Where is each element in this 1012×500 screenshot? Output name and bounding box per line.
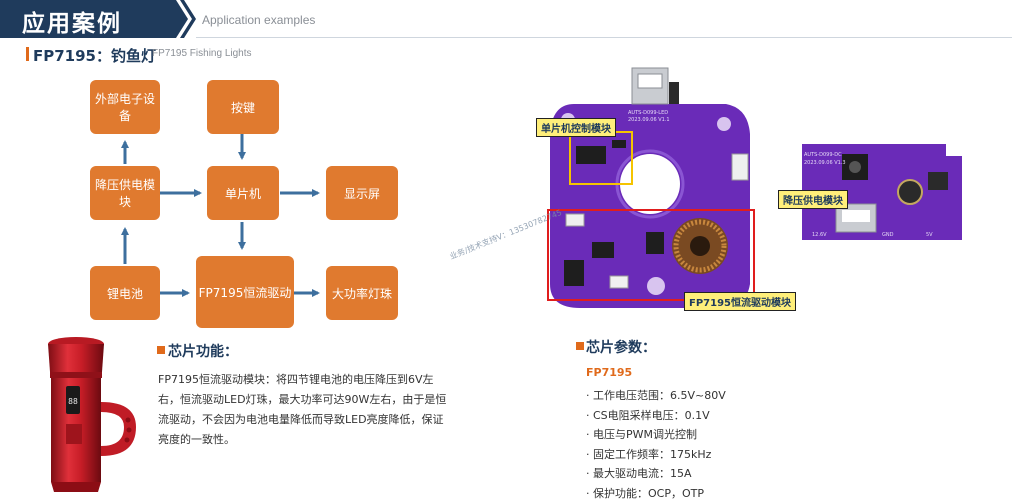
list-item: · 固定工作频率：175kHz [586, 447, 712, 461]
param-bullet-icon [576, 342, 584, 350]
block-battery: 锂电池 [90, 266, 160, 320]
pcb-silk-board2: AUTS-D099-DC [804, 152, 842, 158]
page-subtitle: Application examples [202, 13, 316, 27]
pcb-silk-pin-1: 12.6V [812, 232, 827, 238]
block-led: 大功率灯珠 [326, 266, 398, 320]
chip-function-text: FP7195恒流驱动模块：将四节锂电池的电压降压到6V左右，恒流驱动LED灯珠，… [158, 373, 447, 446]
block-driver: FP7195恒流驱动 [196, 256, 294, 328]
block-display: 显示屏 [326, 166, 398, 220]
function-bullet-icon [157, 346, 165, 354]
list-item: · CS电阻采样电压：0.1V [586, 408, 710, 422]
lamp-screen-text: 88 [68, 397, 78, 406]
section-marker [26, 47, 29, 61]
pcb-label-driver-module: FP7195恒流驱动模块 [684, 292, 796, 311]
section-subtitle: FP7195 Fishing Lights [152, 48, 252, 59]
list-item: · 电压与PWM调光控制 [586, 428, 697, 442]
header-title-banner [0, 0, 188, 38]
pcb-label-buck-module: 降压供电模块 [778, 190, 848, 209]
parameter-list: · 工作电压范围：6.5V~80V · CS电阻采样电压：0.1V · 电压与P… [586, 386, 726, 500]
list-item: · 最大驱动电流：15A [586, 467, 692, 481]
list-item: · 保护功能：OCP，OTP [586, 486, 704, 500]
pcb-silk-board2-date: 2023.09.06 V1.3 [804, 160, 846, 166]
pcb-silk-board1-date: 2023.09.06 V1.1 [628, 117, 670, 123]
pcb-label-mcu-module: 单片机控制模块 [536, 118, 616, 137]
pcb-silk-board1: AUTS-D099-LED [628, 110, 668, 116]
chip-parameters-title: 芯片参数： [586, 340, 656, 356]
chip-model: FP7195 [586, 366, 633, 379]
page-title: 应用案例 [22, 11, 122, 37]
list-item: · 工作电压范围：6.5V~80V [586, 389, 726, 402]
pcb-silk-pin-3: 5V [926, 232, 933, 238]
block-external-device: 外部电子设备 [90, 80, 160, 134]
pcb-photo: AUTS-D099-LED 2023.09.06 V1.1 AUTS-D099-… [547, 67, 962, 308]
section-title: FP7195：钓鱼灯 [33, 47, 156, 65]
pcb-silk-pin-2: GND [882, 232, 894, 238]
block-buck-module: 降压供电模块 [90, 166, 160, 220]
block-mcu: 单片机 [207, 166, 279, 220]
header-divider [196, 37, 1012, 38]
chip-function-title: 芯片功能： [168, 344, 238, 360]
block-key: 按键 [207, 80, 279, 134]
fishing-lamp-image: 88 [48, 337, 136, 492]
